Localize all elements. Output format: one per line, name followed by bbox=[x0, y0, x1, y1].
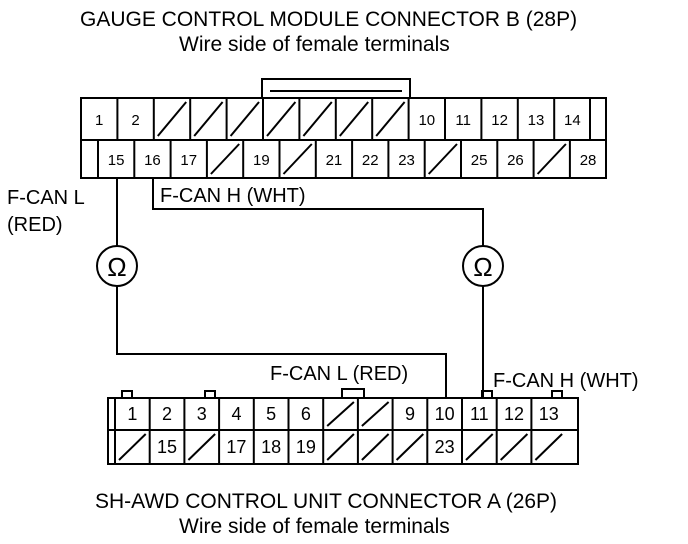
bottom-connector-subtitle: Wire side of female terminals bbox=[179, 515, 450, 538]
bottom-connector-title: SH-AWD CONTROL UNIT CONNECTOR A (26P) bbox=[95, 490, 557, 513]
pin-number: 18 bbox=[261, 437, 281, 457]
pin-number: 22 bbox=[362, 152, 379, 169]
fcan-l-wire-lower bbox=[116, 286, 447, 397]
pin-number: 17 bbox=[226, 437, 246, 457]
pin-number: 1 bbox=[127, 404, 137, 424]
empty-cavity-slash bbox=[118, 433, 147, 461]
pin-number: 15 bbox=[157, 437, 177, 457]
empty-cavity-slash bbox=[375, 101, 406, 137]
pin-number: 5 bbox=[266, 404, 276, 424]
pin-number: 2 bbox=[131, 112, 139, 129]
pin-number: 11 bbox=[455, 112, 471, 129]
pin-number: 4 bbox=[231, 404, 241, 424]
empty-cavity-slash bbox=[536, 143, 567, 175]
fcan-h-wire bbox=[152, 178, 484, 246]
ohmmeter-left bbox=[96, 245, 138, 287]
pin-number: 11 bbox=[470, 404, 489, 424]
pin-number: 13 bbox=[528, 112, 545, 129]
ohm-icon: Ω bbox=[107, 252, 126, 282]
wiring bbox=[96, 178, 504, 397]
pin-number: 21 bbox=[326, 152, 343, 169]
empty-cavity-slash bbox=[266, 101, 297, 137]
empty-cavity-slash bbox=[395, 433, 424, 461]
empty-cavity-slash bbox=[326, 433, 355, 461]
empty-cavity-slash bbox=[193, 101, 224, 137]
pin-number: 9 bbox=[405, 404, 415, 424]
bottom-connector bbox=[107, 388, 579, 465]
pin-number: 15 bbox=[108, 152, 125, 169]
pin-number: 16 bbox=[144, 152, 161, 169]
fcan-l-top-color: (RED) bbox=[7, 214, 63, 236]
empty-cavity-slash bbox=[229, 101, 260, 137]
fcan-h-top-label: F-CAN H (WHT) bbox=[160, 185, 306, 207]
empty-cavity-slash bbox=[427, 143, 458, 175]
pin-number: 17 bbox=[180, 152, 197, 169]
pin-number: 25 bbox=[471, 152, 488, 169]
pin-number: 13 bbox=[539, 404, 559, 424]
pin-number: 1 bbox=[95, 112, 103, 129]
empty-cavity-slash bbox=[187, 433, 216, 461]
pin-number: 28 bbox=[580, 152, 597, 169]
fcan-l-top-label: F-CAN L bbox=[7, 187, 85, 209]
top-connector-subtitle: Wire side of female terminals bbox=[179, 33, 450, 56]
empty-cavity-slash bbox=[361, 401, 390, 427]
empty-cavity-slash bbox=[302, 101, 333, 137]
pin-number: 6 bbox=[301, 404, 311, 424]
pin-number: 26 bbox=[507, 152, 524, 169]
empty-cavity-slash bbox=[210, 143, 240, 175]
pin-number: 10 bbox=[435, 404, 455, 424]
pin-number: 12 bbox=[491, 112, 508, 129]
empty-cavity-slash bbox=[361, 433, 390, 461]
pin-number: 3 bbox=[197, 404, 207, 424]
fcan-h-bottom-label: F-CAN H (WHT) bbox=[493, 370, 639, 392]
empty-cavity-slash bbox=[339, 101, 369, 137]
empty-cavity-slash bbox=[157, 101, 187, 137]
pin-number: 10 bbox=[418, 112, 435, 129]
pin-number: 19 bbox=[253, 152, 270, 169]
pin-number: 2 bbox=[162, 404, 172, 424]
pin-number: 23 bbox=[435, 437, 455, 457]
empty-cavity-slash bbox=[465, 433, 494, 461]
pin-number: 14 bbox=[564, 112, 581, 129]
empty-cavity-slash bbox=[326, 401, 355, 427]
empty-cavity-slash bbox=[534, 433, 563, 461]
pin-number: 19 bbox=[296, 437, 316, 457]
pin-number: 12 bbox=[504, 404, 524, 424]
ohm-icon: Ω bbox=[473, 252, 492, 282]
top-connector-title: GAUGE CONTROL MODULE CONNECTOR B (28P) bbox=[80, 8, 577, 31]
fcan-l-bottom-label: F-CAN L (RED) bbox=[270, 363, 408, 385]
empty-cavity-slash bbox=[282, 143, 313, 175]
pin-number: 23 bbox=[398, 152, 415, 169]
ohmmeter-right bbox=[462, 245, 504, 287]
empty-cavity-slash bbox=[500, 433, 529, 461]
